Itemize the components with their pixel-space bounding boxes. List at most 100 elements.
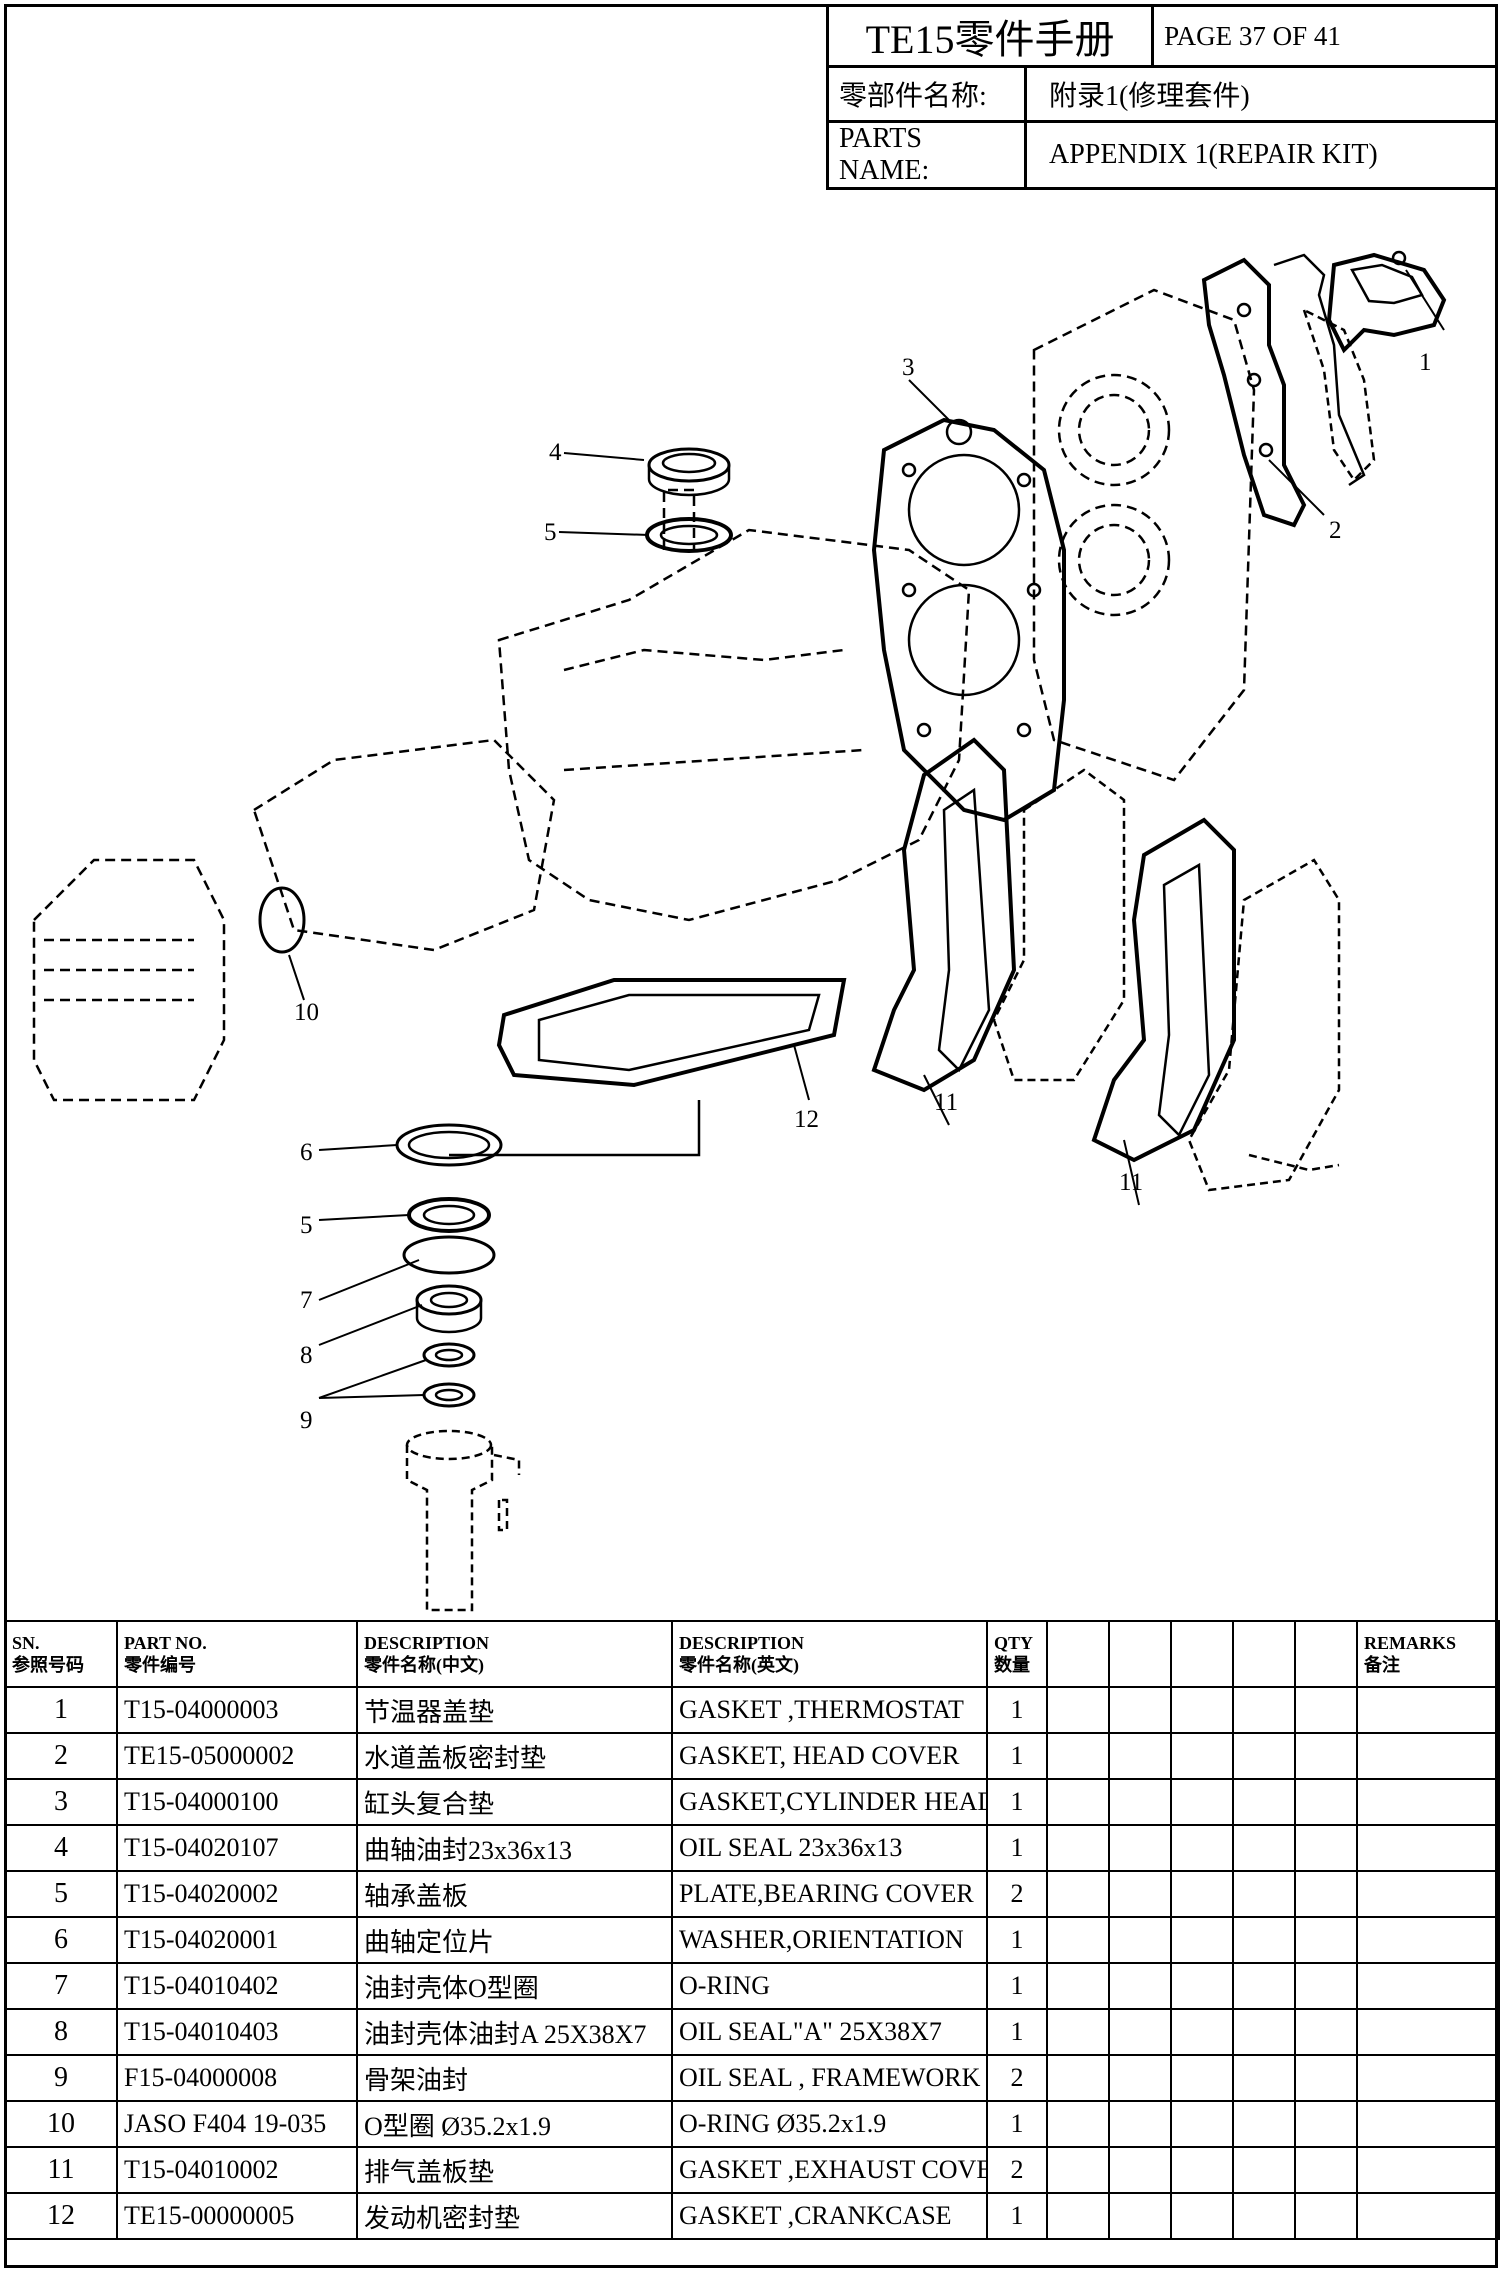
row-desc-cn: 发动机密封垫 <box>356 2192 673 2240</box>
row-desc-cn: 曲轴油封23x36x13 <box>356 1824 673 1872</box>
row-desc-en: GASKET ,CRANKCASE <box>671 2192 988 2240</box>
row-part-no: T15-04020002 <box>116 1870 358 1918</box>
row-desc-cn: O型圈 Ø35.2x1.9 <box>356 2100 673 2148</box>
header-blank-2 <box>1108 1620 1172 1688</box>
en-part-name-value: APPENDIX 1(REPAIR KIT) <box>1024 120 1498 190</box>
callout-9: 9 <box>300 1407 313 1434</box>
row-blank <box>1046 1686 1110 1734</box>
row-desc-en: O-RING <box>671 1962 988 2010</box>
upper-oil-seal-drawing <box>647 447 731 497</box>
row-blank <box>1294 1870 1358 1918</box>
row-blank <box>1170 1824 1234 1872</box>
row-blank <box>1232 1824 1296 1872</box>
en-part-name-label: PARTS NAME: <box>826 120 1027 190</box>
row-blank <box>1108 2146 1172 2194</box>
row-qty: 1 <box>986 2100 1048 2148</box>
row-part-no: T15-04020001 <box>116 1916 358 1964</box>
row-blank <box>1170 1778 1234 1826</box>
row-blank <box>1108 2192 1172 2240</box>
row-qty: 1 <box>986 1824 1048 1872</box>
row-blank <box>1294 2054 1358 2102</box>
row-blank <box>1294 1962 1358 2010</box>
page-number: PAGE 37 OF 41 <box>1151 4 1498 68</box>
row-blank <box>1046 1824 1110 1872</box>
callout-leaders <box>288 269 1445 1399</box>
callout-10: 10 <box>294 999 319 1026</box>
row-sn: 10 <box>4 2100 118 2148</box>
row-blank <box>1232 2146 1296 2194</box>
row-blank <box>1108 2100 1172 2148</box>
head-cover-gasket-drawing <box>1201 253 1376 528</box>
row-qty: 1 <box>986 1916 1048 1964</box>
row-desc-en: GASKET ,THERMOSTAT <box>671 1686 988 1734</box>
callout-8: 8 <box>300 1342 313 1369</box>
row-blank <box>1294 2100 1358 2148</box>
row-desc-cn: 轴承盖板 <box>356 1870 673 1918</box>
row-part-no: TE15-05000002 <box>116 1732 358 1780</box>
row-blank <box>1294 1686 1358 1734</box>
row-sn: 2 <box>4 1732 118 1780</box>
row-blank <box>1046 2192 1110 2240</box>
callout-7: 7 <box>300 1287 313 1314</box>
row-part-no: T15-04020107 <box>116 1824 358 1872</box>
row-blank <box>1232 2192 1296 2240</box>
row-sn: 8 <box>4 2008 118 2056</box>
row-blank <box>1108 1916 1172 1964</box>
row-blank <box>1170 2146 1234 2194</box>
header-blank-3 <box>1170 1620 1234 1688</box>
callout-5-lower: 5 <box>300 1212 313 1239</box>
row-blank <box>1046 1732 1110 1780</box>
row-desc-en: GASKET,CYLINDER HEAD <box>671 1778 988 1826</box>
row-blank <box>1232 1778 1296 1826</box>
row-remarks <box>1356 1778 1500 1826</box>
row-desc-en: WASHER,ORIENTATION <box>671 1916 988 1964</box>
row-remarks <box>1356 2100 1500 2148</box>
oil-seal-housing-drawing <box>405 1429 521 1612</box>
row-blank <box>1170 2054 1234 2102</box>
row-blank <box>1046 1916 1110 1964</box>
row-blank <box>1170 2100 1234 2148</box>
row-desc-en: OIL SEAL 23x36x13 <box>671 1824 988 1872</box>
row-desc-cn: 曲轴定位片 <box>356 1916 673 1964</box>
framework-seal-9-drawing <box>422 1342 476 1408</box>
row-blank <box>1294 2192 1358 2240</box>
callout-2: 2 <box>1329 517 1342 544</box>
row-part-no: T15-04010402 <box>116 1962 358 2010</box>
callout-6: 6 <box>300 1139 313 1166</box>
row-blank <box>1294 1732 1358 1780</box>
row-desc-en: OIL SEAL , FRAMEWORK <box>671 2054 988 2102</box>
row-sn: 11 <box>4 2146 118 2194</box>
row-remarks <box>1356 2008 1500 2056</box>
header-sn: SN.参照号码 <box>4 1620 118 1688</box>
row-qty: 1 <box>986 1962 1048 2010</box>
row-blank <box>1108 1778 1172 1826</box>
cylinder-head-drawing <box>1032 288 1256 782</box>
row-qty: 1 <box>986 2192 1048 2240</box>
row-blank <box>1108 1732 1172 1780</box>
row-remarks <box>1356 2054 1500 2102</box>
cylinder-head-gasket-drawing <box>871 417 1066 823</box>
row-blank <box>1294 1916 1358 1964</box>
callout-5-upper: 5 <box>544 519 557 546</box>
crankcase-gasket-drawing <box>449 978 847 1157</box>
row-blank <box>1232 2008 1296 2056</box>
row-blank <box>1170 2192 1234 2240</box>
row-blank <box>1232 2054 1296 2102</box>
row-sn: 1 <box>4 1686 118 1734</box>
exhaust-cover-gasket-right-drawing <box>1091 817 1236 1163</box>
row-desc-cn: 油封壳体油封A 25X38X7 <box>356 2008 673 2056</box>
row-desc-cn: 缸头复合垫 <box>356 1778 673 1826</box>
row-part-no: T15-04010002 <box>116 2146 358 2194</box>
oring-7-drawing <box>402 1235 496 1275</box>
row-blank <box>1108 1686 1172 1734</box>
row-blank <box>1232 1962 1296 2010</box>
row-blank <box>1046 1870 1110 1918</box>
header-blank-1 <box>1046 1620 1110 1688</box>
